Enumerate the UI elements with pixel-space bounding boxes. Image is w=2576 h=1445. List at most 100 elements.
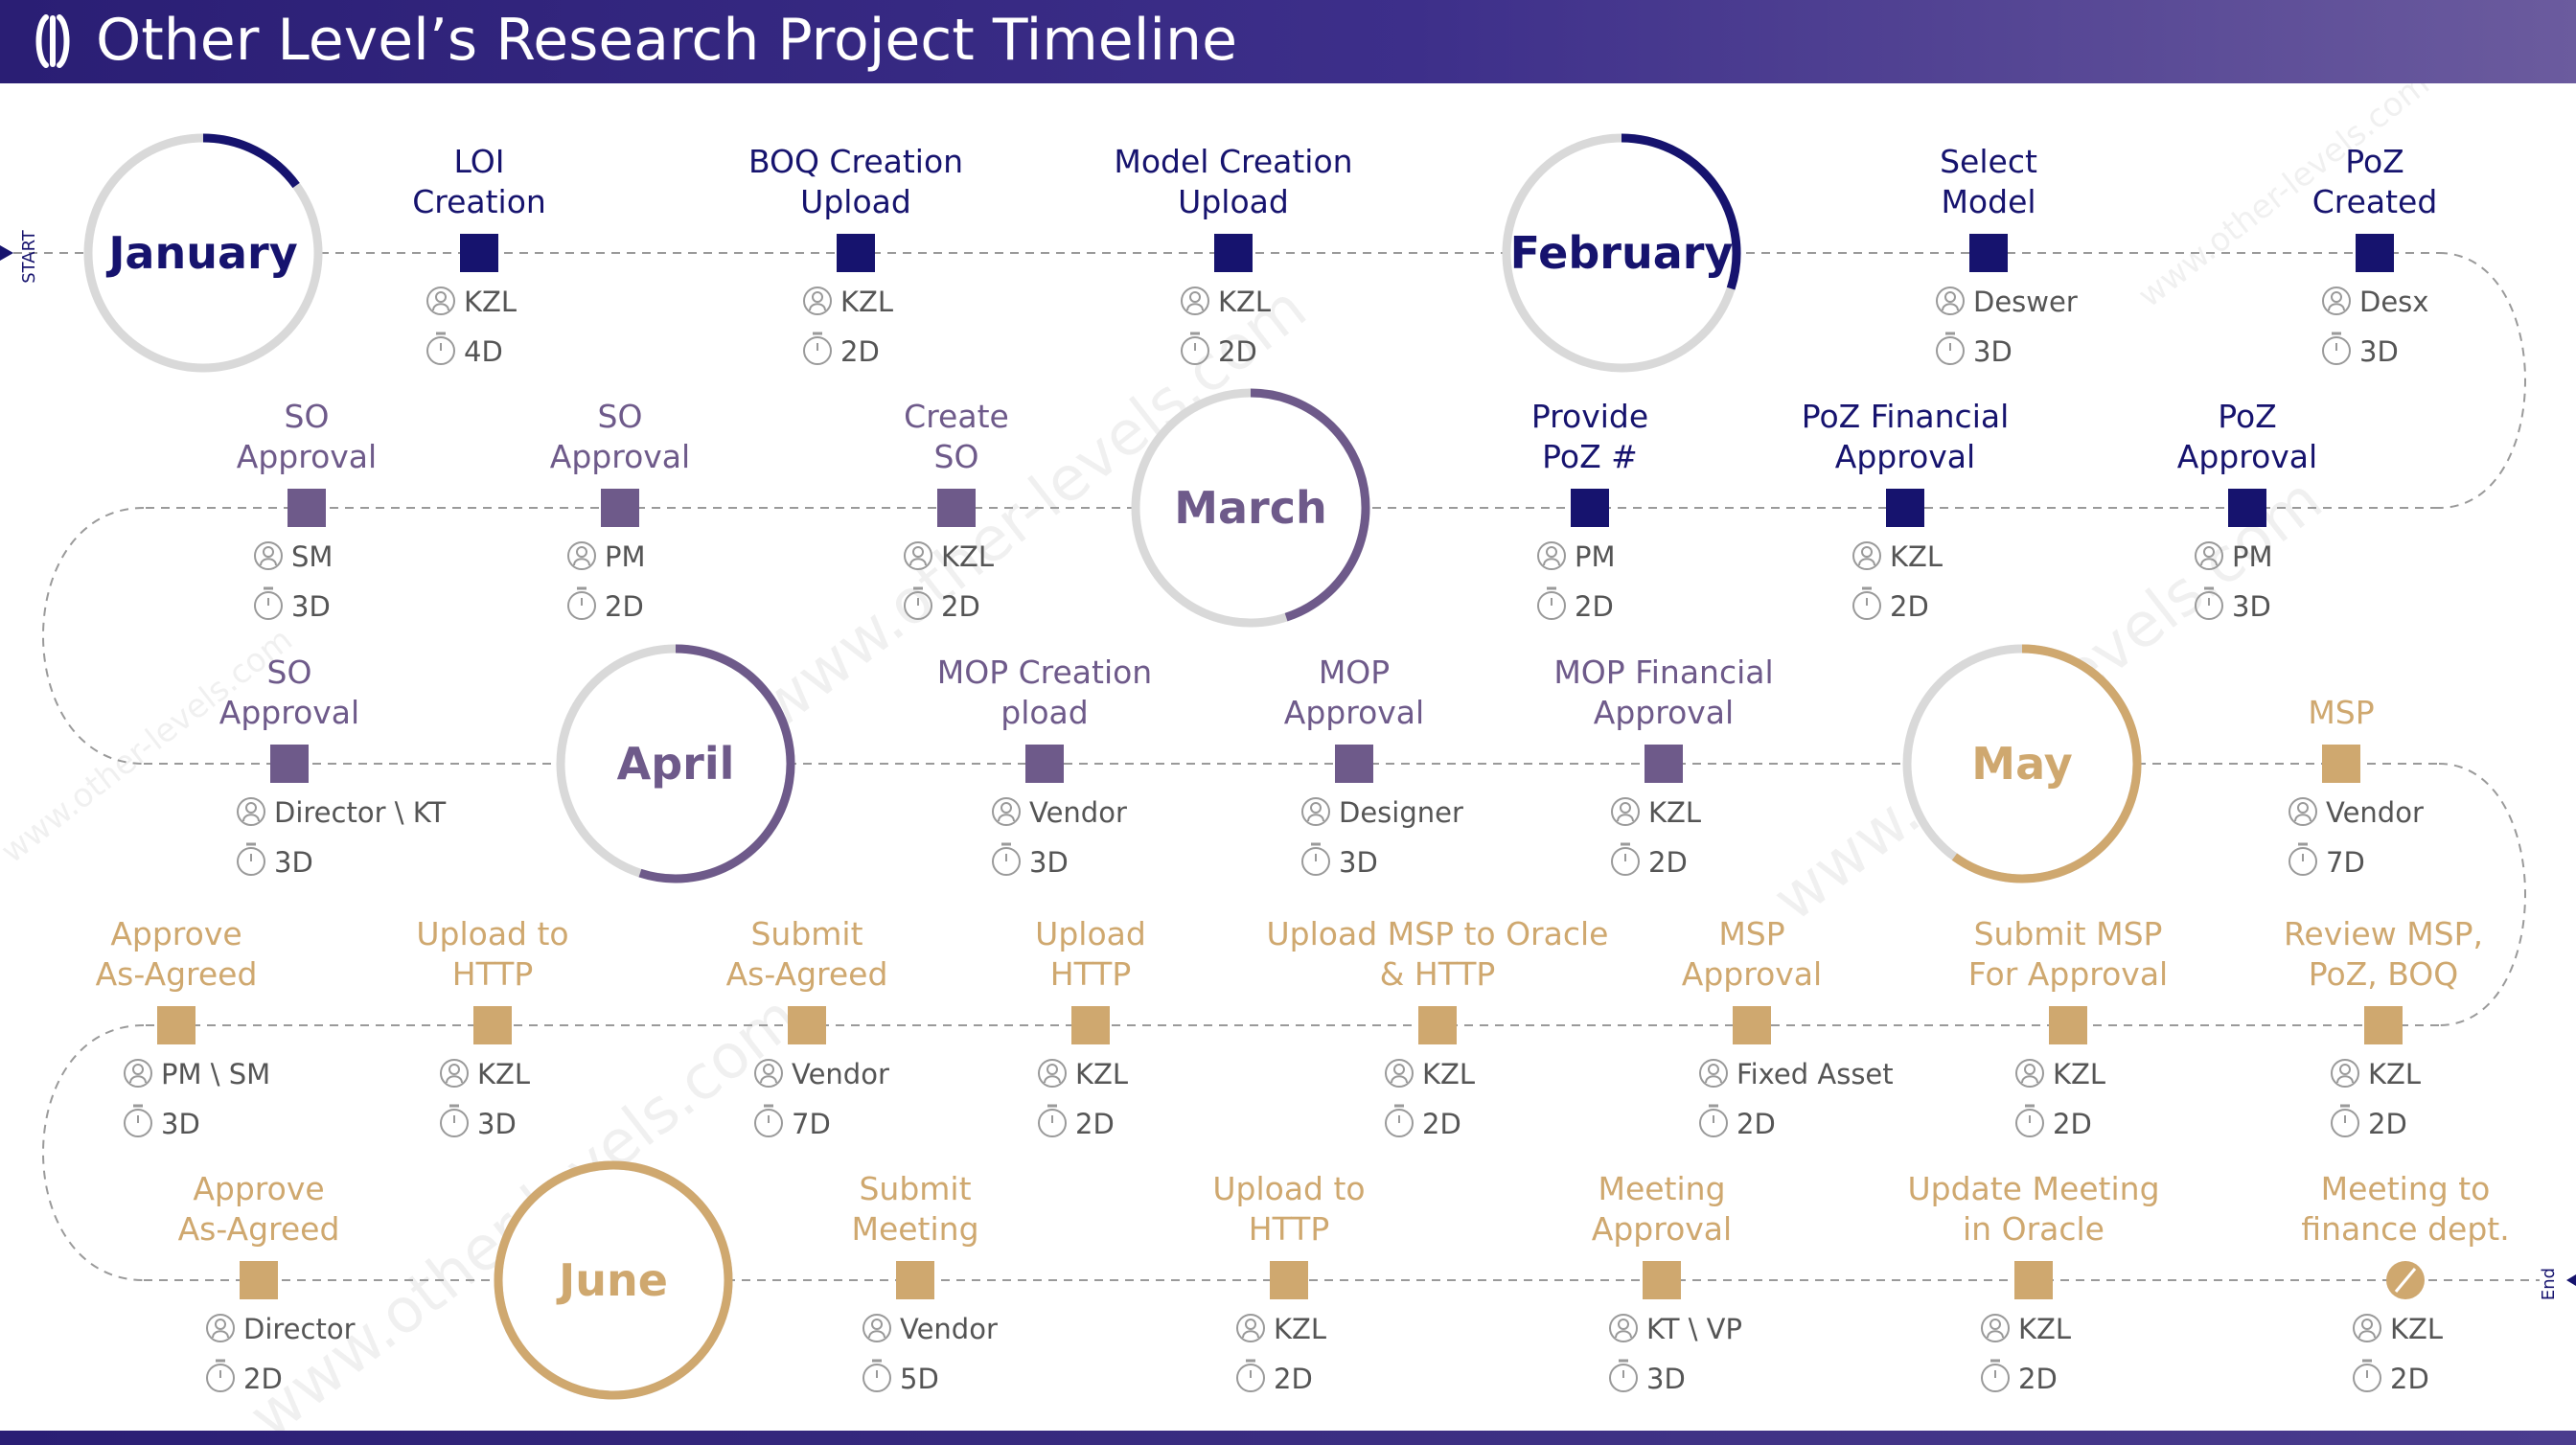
task-owner: Director [243, 1313, 356, 1345]
task-title: Update Meeting [1907, 1170, 2159, 1207]
stopwatch-icon [2015, 1109, 2044, 1137]
task-title: As-Agreed [178, 1210, 340, 1248]
task-title: HTTP [1249, 1210, 1329, 1248]
person-icon-body [1307, 814, 1324, 822]
task-square [2228, 489, 2266, 527]
stopwatch-icon [754, 1109, 783, 1137]
person-icon-head [1046, 1064, 1058, 1075]
task-duration: 2D [1890, 590, 1929, 623]
task-title: Upload to [1212, 1170, 1365, 1207]
task-owner: KZL [941, 540, 994, 573]
person-icon-head [2203, 546, 2215, 558]
task-owner: KZL [1648, 796, 1701, 829]
task-owner: KZL [2368, 1058, 2421, 1090]
stopwatch-icon [1181, 336, 1209, 365]
person-icon [2353, 1314, 2381, 1342]
task-square [1733, 1006, 1771, 1044]
task-title: SO [267, 654, 312, 691]
person-icon-body [1391, 1075, 1408, 1084]
timeline-connector [42, 1024, 145, 1281]
task-owner: PM [2232, 540, 2273, 573]
task-square [2322, 745, 2360, 783]
person-icon-body [1987, 1330, 2004, 1339]
task-square [2364, 1006, 2403, 1044]
task-square [473, 1006, 512, 1044]
month-ring-bg [558, 646, 794, 882]
task-title: PoZ [2345, 143, 2404, 180]
person-icon-head [1944, 291, 1956, 303]
task-owner: Deswer [1973, 286, 2078, 318]
person-icon-body [129, 1075, 147, 1084]
person-icon-head [1990, 1319, 2001, 1330]
task-owner: Vendor [900, 1313, 998, 1345]
task-owner: KZL [2390, 1313, 2443, 1345]
task-duration: 2D [840, 335, 880, 368]
task-square [1644, 745, 1683, 783]
task-duration: 2D [941, 590, 980, 623]
month-marker-april: April [556, 644, 795, 883]
task-square [1571, 489, 1609, 527]
task-title: Select [1940, 143, 2037, 180]
finish-icon-mark [2394, 1268, 2417, 1293]
stopwatch-icon [2322, 336, 2351, 365]
task-title: Meeting [1598, 1170, 1725, 1207]
stopwatch-icon [862, 1364, 891, 1392]
person-icon-body [1942, 303, 1959, 311]
person-icon [2195, 541, 2223, 570]
stopwatch-icon [1936, 336, 1965, 365]
month-marker-june: June [494, 1160, 733, 1400]
person-icon-head [1620, 802, 1631, 814]
task-title: As-Agreed [726, 955, 888, 993]
month-label: March [1174, 482, 1327, 534]
task-owner: Vendor [2326, 796, 2424, 829]
person-icon [754, 1059, 783, 1088]
task-square [1643, 1261, 1681, 1299]
person-icon [567, 541, 596, 570]
person-icon [1981, 1314, 2010, 1342]
person-icon-head [263, 546, 274, 558]
month-ring-progress [1250, 388, 1370, 622]
footer-bar [0, 1431, 2576, 1445]
person-icon-body [2358, 1330, 2376, 1339]
stopwatch-icon [1537, 591, 1566, 620]
person-icon-body [868, 1330, 886, 1339]
person-icon-body [1705, 1075, 1722, 1084]
person-icon-head [1708, 1064, 1719, 1075]
task-duration: 2D [2018, 1363, 2058, 1395]
stopwatch-icon [206, 1364, 235, 1392]
task-duration: 2D [2368, 1108, 2407, 1140]
task-title: Submit [750, 915, 862, 952]
task-owner: KZL [840, 286, 893, 318]
task-title: PoZ # [1542, 438, 1638, 475]
stopwatch-icon [426, 336, 455, 365]
task-square [1418, 1006, 1457, 1044]
person-icon-body [760, 1075, 777, 1084]
task-square [788, 1006, 826, 1044]
task-owner: KZL [477, 1058, 530, 1090]
task-owner: Director \ KT [274, 796, 446, 829]
task-duration: 2D [1736, 1108, 1776, 1140]
month-label: May [1971, 738, 2072, 790]
person-icon [2015, 1059, 2044, 1088]
person-icon-body [909, 558, 927, 566]
task-owner: KZL [1890, 540, 1943, 573]
person-icon-head [1861, 546, 1873, 558]
task-owner: Vendor [1029, 796, 1127, 829]
person-icon-head [2339, 1064, 2351, 1075]
person-icon-head [2297, 802, 2309, 814]
person-icon-head [2331, 291, 2342, 303]
task-title: SO [934, 438, 979, 475]
person-icon [1699, 1059, 1728, 1088]
person-icon-body [998, 814, 1015, 822]
person-icon [124, 1059, 152, 1088]
person-icon [992, 797, 1021, 826]
person-icon-head [1546, 546, 1557, 558]
person-icon [426, 287, 455, 315]
stopwatch-icon [254, 591, 283, 620]
